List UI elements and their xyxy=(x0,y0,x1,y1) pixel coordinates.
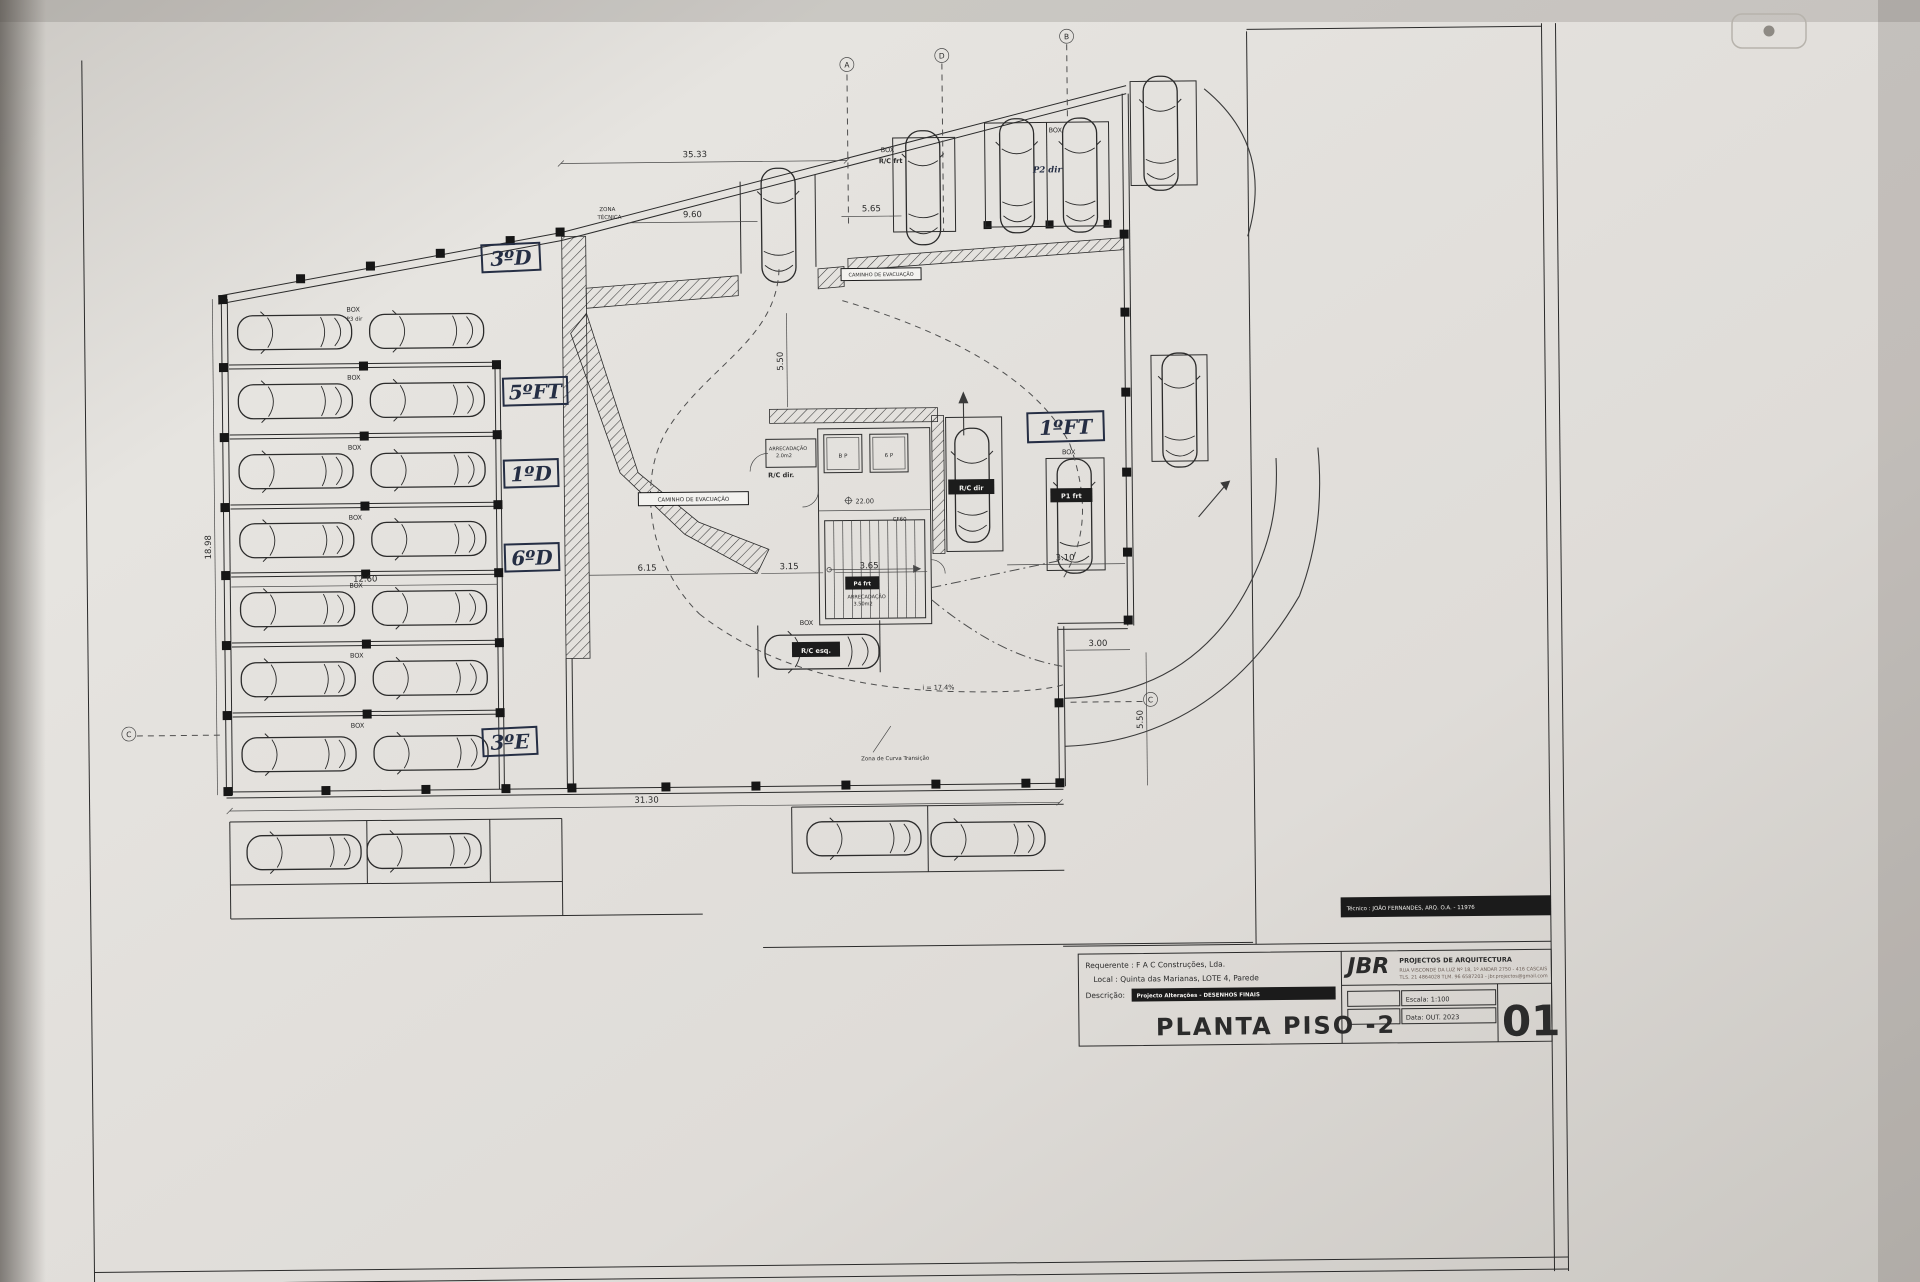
handwritten-1ft: 1ºFT xyxy=(1039,414,1095,440)
dim-left-v: 18.98 xyxy=(204,535,214,559)
stall-outlines xyxy=(229,80,1254,948)
local-text: Local : Quinta das Marianas, LOTE 4, Par… xyxy=(1093,973,1259,984)
stall-p4-frt-label: P4 frt xyxy=(854,581,872,587)
stair-core xyxy=(749,427,946,626)
stall-rc-esq-label: R/C esq. xyxy=(801,647,831,655)
stair-flight xyxy=(824,519,927,620)
floor-plan: 35.33 9.60 5.65 12.60 6.15 3.15 3.65 3.1… xyxy=(121,28,1321,948)
box-label: BOX xyxy=(1049,126,1063,134)
title-block: Técnico : JOÃO FERNANDES, ARQ. O.A. - 11… xyxy=(1077,895,1561,1047)
rc-dir-dot-label: R/C dir. xyxy=(768,471,794,479)
elevator-1-label: B P xyxy=(839,454,849,460)
handwritten-5ft: 5ºFT xyxy=(508,379,564,405)
stall-p3-dir-label: P3 dir xyxy=(346,317,363,323)
door-arc xyxy=(802,490,819,508)
drive-path-curves xyxy=(650,88,1321,747)
drawing-title: PLANTA PISO -2 xyxy=(1156,1011,1396,1042)
dim-mid-v: 5.50 xyxy=(776,352,786,371)
elevator-2-label: 6 P xyxy=(885,453,894,459)
cf60-label: CF60 xyxy=(893,517,908,523)
arrecadacao-label: ARRECADAÇÃO xyxy=(769,445,807,452)
dim-aisle-a: 6.15 xyxy=(638,564,657,574)
stall-p2-dir-label: P2 dir xyxy=(1032,165,1063,175)
black-label-boxes: R/C dir P1 frt R/C esq. P4 frt CAMINHO D… xyxy=(637,267,1093,658)
firm-address-2: TLS. 21 4864028 TLM. 96 6587203 - jbr.pr… xyxy=(1398,973,1548,981)
handwritten-3d: 3ºD xyxy=(490,245,533,271)
slope-label: i = 17.4% xyxy=(922,683,954,691)
box-label: BOX xyxy=(346,306,360,314)
section-d-label: D xyxy=(939,51,945,60)
caminho-evacuacao-left: CAMINHO DE EVACUAÇÃO xyxy=(658,496,730,504)
stair-direction-arrow xyxy=(913,564,922,573)
dim-right-a: 3.00 xyxy=(1088,639,1107,649)
requerente-text: Requerente : F A C Construções, Lda. xyxy=(1085,960,1225,970)
stall-p1-frt-label: P1 frt xyxy=(1061,492,1082,500)
box-label: BOX xyxy=(349,582,363,590)
dimension-lines xyxy=(211,157,1148,815)
door-arc xyxy=(931,559,946,574)
handwritten-1d: 1ºD xyxy=(510,461,553,486)
dim-top-a: 9.60 xyxy=(683,210,702,220)
dim-top-overall: 35.33 xyxy=(683,150,707,160)
plan-text-labels: BOX P3 dir BOX BOX BOX BOX BOX BOX BOX R… xyxy=(346,126,1076,763)
door-arc xyxy=(749,453,768,472)
sheet-number: 01 xyxy=(1502,996,1561,1046)
box-label: BOX xyxy=(800,619,814,627)
dim-top-b: 5.65 xyxy=(862,204,881,214)
arrecadacao-area-small: 2.0m2 xyxy=(776,453,792,459)
box-label: BOX xyxy=(348,444,362,452)
section-c-left-label: C xyxy=(126,730,131,739)
dim-bottom-overall: 31.30 xyxy=(634,796,658,806)
dim-right-b: 5.50 xyxy=(1136,710,1146,729)
descricao-bar xyxy=(1131,986,1336,1002)
section-a-label: A xyxy=(844,60,850,69)
stall-rc-dir-label: R/C dir xyxy=(959,484,984,492)
descricao-value: Projecto Alterações - DESENHOS FINAIS xyxy=(1137,992,1260,999)
punch-hole xyxy=(1731,13,1807,49)
zona-tecnica-line1: ZONA xyxy=(599,207,615,213)
arrecadacao-area-big: 3.50m2 xyxy=(853,601,872,607)
firm-name: PROJECTOS DE ARQUITECTURA xyxy=(1399,956,1512,965)
box-label: BOX xyxy=(349,514,363,522)
dim-aisle-b: 3.15 xyxy=(780,562,799,572)
level-label: 22.00 xyxy=(855,497,874,505)
caminho-evacuacao-top: CAMINHO DE EVACUAÇÃO xyxy=(848,271,913,279)
dim-aisle-d: 3.10 xyxy=(1056,553,1075,563)
section-markers: A D B C C xyxy=(121,28,1158,742)
elevator-1-box xyxy=(823,433,863,474)
handwritten-6d: 6ºD xyxy=(511,545,554,570)
firm-address-1: RUA VISCONDE DA LUZ Nº 18, 1º ANDAR 2750… xyxy=(1399,966,1547,974)
elevator-2-box xyxy=(869,433,909,473)
dim-row-width: 12.60 xyxy=(353,574,377,584)
arrecadacao-label-2: ARRECADAÇÃO xyxy=(847,593,885,600)
firm-initials: JBR xyxy=(1343,954,1389,979)
curva-transicao-label: Zona de Curva Transição xyxy=(861,756,930,763)
tecnico-text: Técnico : JOÃO FERNANDES, ARQ. O.A. - 11… xyxy=(1346,904,1476,912)
descricao-label: Descrição: xyxy=(1086,991,1126,1000)
box-label: BOX xyxy=(350,652,364,660)
hatched-ramp-bands xyxy=(561,235,1125,659)
tecnico-bar xyxy=(1340,895,1551,918)
box-label: BOX xyxy=(351,722,365,730)
escala-text: Escala: 1:100 xyxy=(1406,995,1450,1003)
street-arrow xyxy=(1220,480,1231,491)
handwritten-3e: 3ºE xyxy=(490,729,531,755)
dim-aisle-c: 3.65 xyxy=(860,561,879,571)
sheet-frame xyxy=(81,23,1570,1282)
handwritten-labels: 3ºD 5ºFT 1ºD 6ºD 3ºE 1ºFT xyxy=(480,241,1106,758)
ramp-up-arrow xyxy=(958,391,969,404)
section-c-right-label: C xyxy=(1148,695,1153,704)
zona-tecnica-line2: TÉCNICA xyxy=(596,213,621,221)
section-b-label: B xyxy=(1064,32,1069,41)
stall-rc-frt-label: R/C frt xyxy=(879,157,903,165)
box-label: BOX xyxy=(1062,448,1076,456)
data-text: Data: OUT. 2023 xyxy=(1406,1013,1460,1022)
box-label: BOX xyxy=(347,374,361,382)
box-label: BOX xyxy=(881,146,895,154)
dimension-texts: 35.33 9.60 5.65 12.60 6.15 3.15 3.65 3.1… xyxy=(204,150,1146,806)
